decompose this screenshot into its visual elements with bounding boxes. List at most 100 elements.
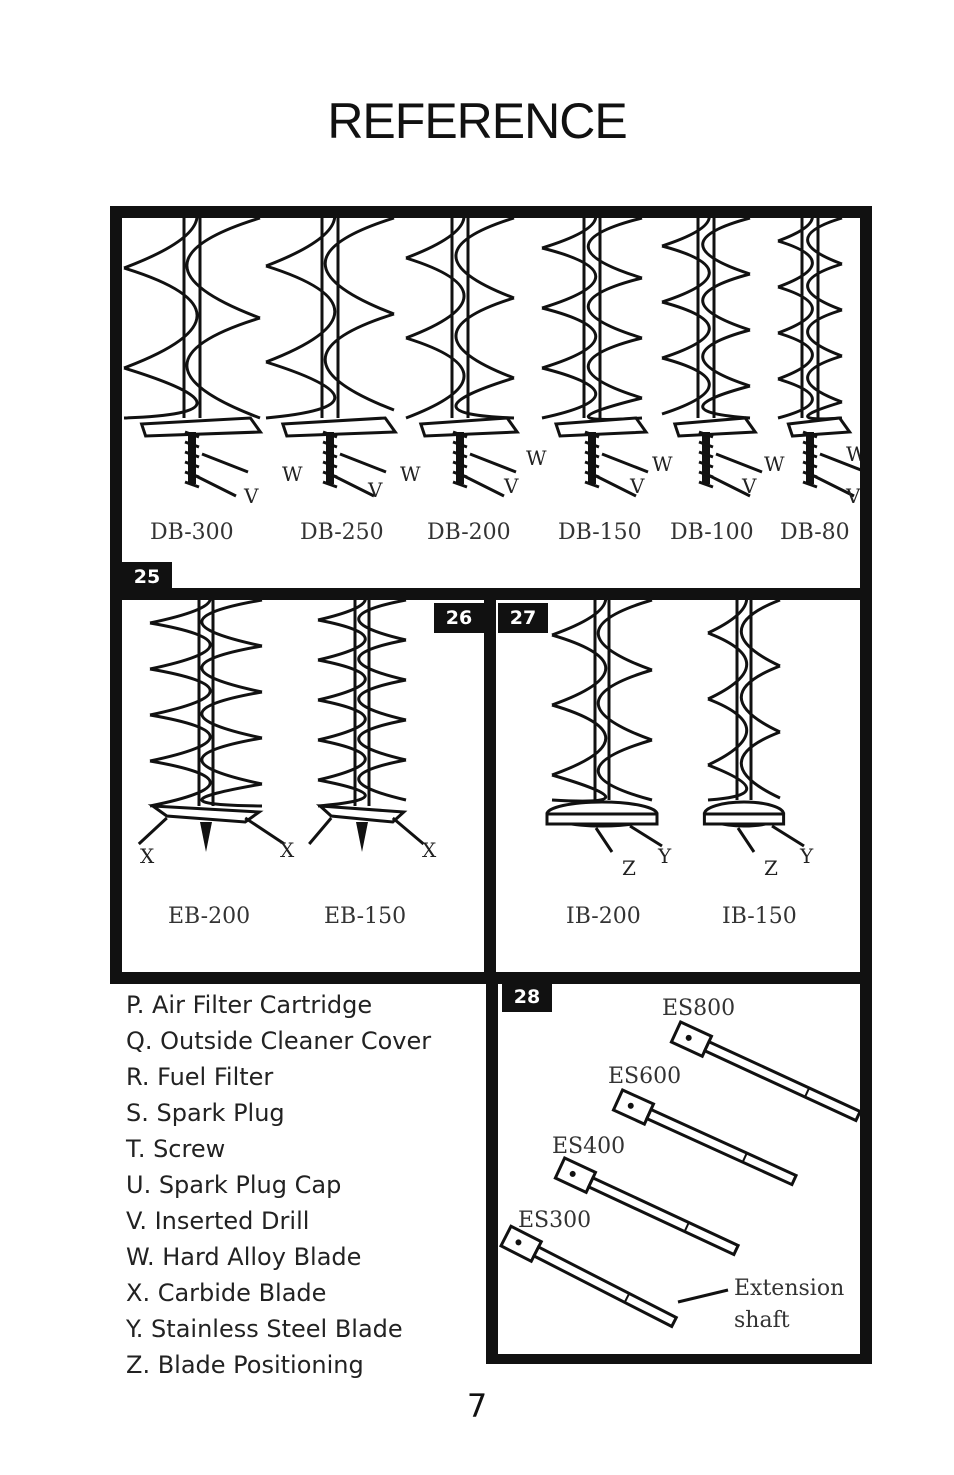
part-letter-x: X — [140, 844, 155, 868]
part-letter-v: V — [368, 478, 383, 502]
auger-drawing — [265, 218, 395, 420]
extension-shaft-drawing — [611, 1087, 799, 1187]
figure-25-panel: DB-300 DB-250 DB-200 DB-150 DB-100 DB-80… — [122, 218, 860, 588]
leader-line — [594, 827, 614, 853]
auger-drawing — [123, 218, 261, 420]
legend-item: Y. Stainless Steel Blade — [126, 1315, 403, 1343]
auger-drawing — [777, 218, 843, 421]
leader-line — [195, 474, 237, 498]
part-letter-v: V — [846, 484, 860, 508]
part-letter-v: V — [742, 474, 757, 498]
leader-line — [463, 474, 505, 498]
extension-shaft-drawing — [498, 1224, 679, 1329]
extension-shaft-drawing — [669, 1020, 860, 1123]
leader-line — [339, 452, 387, 474]
leader-line — [308, 817, 333, 845]
model-label: EB-200 — [168, 904, 251, 929]
leader-line — [771, 824, 805, 848]
leader-line — [736, 827, 756, 853]
blade-drawing — [545, 812, 659, 826]
leader-line — [715, 452, 763, 474]
caption-line: shaft — [734, 1308, 790, 1333]
caption-line: Extension — [734, 1276, 845, 1301]
model-label: IB-200 — [566, 904, 641, 929]
part-letter-x: X — [422, 838, 437, 862]
blade-drawing — [280, 416, 399, 438]
auger-drawing — [707, 600, 781, 802]
part-letter-w: W — [652, 452, 673, 476]
figure-number-26: 26 — [434, 603, 484, 633]
legend-item: Z. Blade Positioning — [126, 1351, 364, 1379]
drill-tip — [356, 822, 368, 852]
part-letter-w: W — [846, 442, 860, 466]
blade-drawing — [786, 416, 853, 438]
blade-drawing — [147, 804, 264, 824]
model-label: ES400 — [552, 1134, 626, 1159]
leader-line — [469, 452, 517, 474]
auger-drawing — [541, 218, 643, 421]
page-number: 7 — [466, 1387, 488, 1425]
drill-tip — [322, 430, 338, 489]
auger-drawing — [661, 218, 751, 420]
auger-drawing — [149, 600, 263, 808]
legend-item: V. Inserted Drill — [126, 1207, 310, 1235]
legend-item: T. Screw — [126, 1135, 226, 1163]
auger-eb-illustration — [137, 600, 425, 852]
leader-line — [244, 816, 286, 846]
leader-line — [813, 474, 855, 498]
leader-line — [595, 474, 637, 498]
blade-drawing — [553, 416, 649, 438]
part-letter-v: V — [244, 484, 259, 508]
model-label: DB-250 — [300, 520, 384, 545]
leader-line — [333, 474, 375, 498]
drill-tip — [584, 430, 600, 489]
part-letter-x: X — [280, 838, 295, 862]
part-letter-w: W — [400, 462, 421, 486]
drill-tip — [802, 430, 818, 489]
drill-tip — [698, 430, 714, 489]
leader-line — [391, 816, 425, 846]
leader-line — [709, 474, 751, 498]
auger-drawing — [405, 218, 515, 420]
model-label: DB-300 — [150, 520, 234, 545]
figure-number-27: 27 — [498, 603, 548, 633]
legend-item: Q. Outside Cleaner Cover — [126, 1027, 432, 1055]
part-letter-v: V — [630, 474, 645, 498]
part-letter-z: Z — [622, 856, 636, 880]
part-letter-w: W — [282, 462, 303, 486]
figure-number-25: 25 — [122, 562, 172, 592]
parts-legend: P. Air Filter Cartridge Q. Outside Clean… — [126, 987, 486, 1383]
drill-tip — [184, 430, 200, 489]
part-letter-w: W — [526, 446, 547, 470]
model-label: EB-150 — [324, 904, 407, 929]
model-label: DB-200 — [427, 520, 511, 545]
leader-line — [201, 452, 249, 474]
page-title: REFERENCE — [327, 93, 627, 149]
figure-number-28: 28 — [502, 982, 552, 1012]
legend-item: W. Hard Alloy Blade — [126, 1243, 362, 1271]
legend-item: X. Carbide Blade — [126, 1279, 327, 1307]
legend-item: S. Spark Plug — [126, 1099, 285, 1127]
blade-drawing — [315, 804, 408, 824]
figure-28-panel: ES800 ES600 ES400 ES300 Extension shaft — [498, 984, 860, 1354]
figure-27-panel: IB-200 IB-150 Z Y Z Y — [496, 600, 860, 972]
leader-line — [819, 452, 860, 472]
model-label: DB-100 — [670, 520, 754, 545]
extension-shaft-illustration — [498, 1020, 860, 1329]
drill-tip — [200, 822, 212, 852]
blade-drawing — [702, 812, 786, 826]
auger-db-illustration — [123, 218, 860, 498]
leader-line — [137, 816, 168, 846]
legend-item: R. Fuel Filter — [126, 1063, 274, 1091]
auger-ib-illustration — [545, 600, 805, 853]
leader-line — [601, 452, 649, 474]
legend-item: U. Spark Plug Cap — [126, 1171, 342, 1199]
part-letter-y: Y — [658, 844, 672, 868]
part-letter-z: Z — [764, 856, 778, 880]
model-label: ES600 — [608, 1064, 682, 1089]
part-letter-y: Y — [800, 844, 814, 868]
auger-drawing — [551, 600, 653, 803]
legend-item: P. Air Filter Cartridge — [126, 991, 373, 1019]
blade-drawing — [418, 416, 521, 438]
blade-drawing — [139, 416, 264, 438]
